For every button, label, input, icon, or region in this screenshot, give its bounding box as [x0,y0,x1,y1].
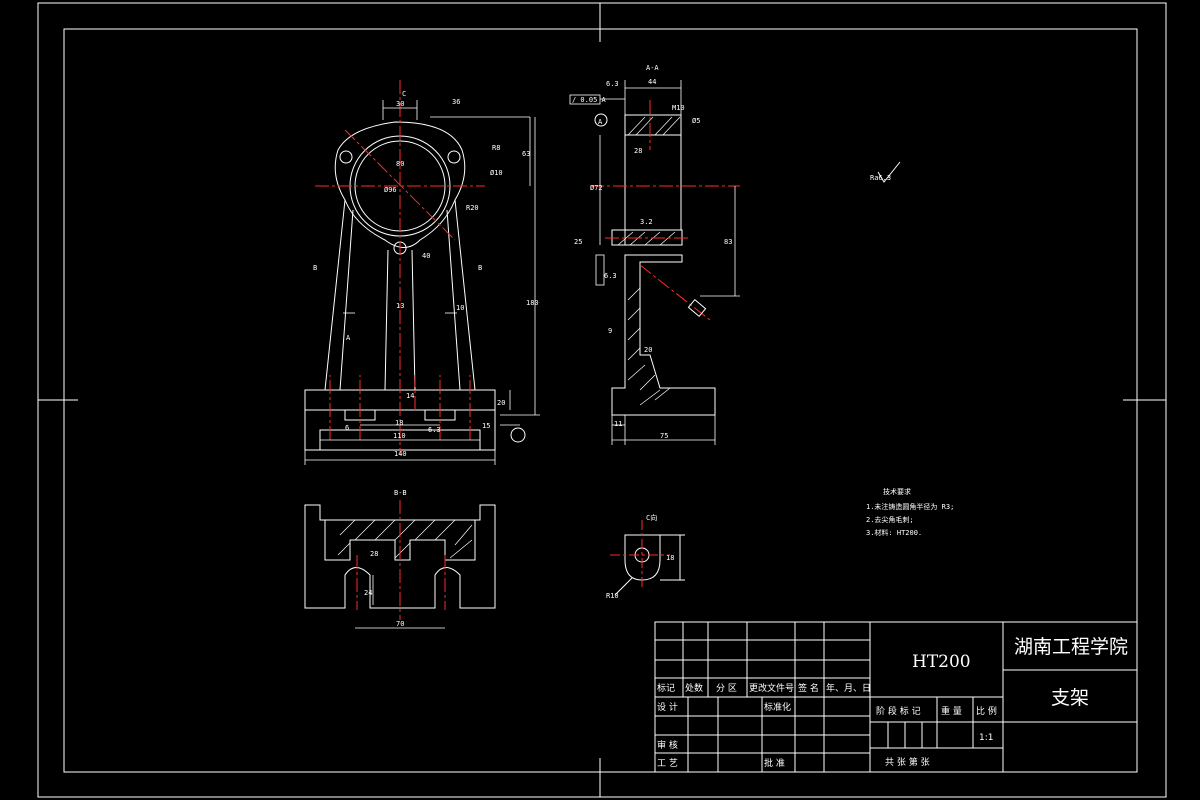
dim-10: 10 [456,304,464,312]
title-block-grid [654,621,1138,773]
review-label: 审 核 [657,739,678,751]
dim-r20: R20 [466,204,479,212]
rev-header-sign: 签 名 [798,682,819,694]
section-bb-hatching [337,519,473,559]
section-bb-centerlines [356,500,446,620]
tech-req-line-3: 3.材料: HT200. [866,528,922,537]
dim-phi10: Ø10 [490,169,503,177]
dim-63: 63 [522,150,530,158]
dim-6: 6 [345,424,349,432]
material-text: HT200 [912,652,971,672]
dim-36: 36 [452,98,460,106]
view-c [614,534,685,596]
dim-phi96: Ø96 [384,186,397,194]
title-block-text: 标记 处数 分 区 更改文件号 签 名 年、月、日 设 计 标准化 审 核 工 … [657,636,1128,769]
dim-r10-c: R10 [606,592,619,600]
front-view-centerlines [315,80,485,455]
dim-3-2: 3.2 [640,218,653,226]
side-view-centerlines [590,100,740,321]
dim-11: 11 [614,420,622,428]
section-aa-label: A-A [646,64,659,72]
side-view-labels: A-A 44 6.3 / 0.05 A M10 Ø5 A 28 Ø72 3.2 … [572,64,732,440]
sheets-label: 共 张 第 张 [885,756,930,768]
part-name: 支架 [1051,687,1089,709]
sheet-border [37,2,1167,798]
dim-28-bb: 28 [370,550,378,558]
side-view-hatching [617,116,681,406]
side-view-dimension-lines [569,80,740,445]
dim-24-bb: 24 [364,589,372,597]
tolerance-frame: / 0.05 A [572,96,607,104]
approve-label: 批 准 [764,757,785,769]
dim-phi72: Ø72 [590,184,603,192]
section-bb-labels: B-B 28 24 70 [364,489,407,628]
dim-phi5: Ø5 [692,117,700,125]
dim-20-side: 20 [644,346,652,354]
datum-circle-side [594,113,608,127]
rev-header-mark: 标记 [657,682,675,694]
tech-req-title: 技术要求 [883,487,911,496]
front-view-labels: C 30 36 63 R8 Ø10 80 R20 Ø96 40 B B 13 1… [313,90,539,458]
rev-header-count: 处数 [685,682,703,694]
dim-15: 15 [482,422,490,430]
standardize-label: 标准化 [764,701,791,713]
scale-label: 比 例 [976,705,997,717]
technical-requirements: 技术要求 1.未注铸造圆角半径为 R3; 2.去尖角毛刺; 3.材料: HT20… [866,487,954,537]
dim-140: 140 [394,450,407,458]
rev-header-zone: 分 区 [716,683,737,694]
cut-marker-c: C [402,90,406,98]
svg-text:Ra6.3: Ra6.3 [870,174,891,182]
view-c-labels: C向 18 R10 [606,513,674,600]
side-view-threaded-hole [687,298,707,318]
dim-110: 110 [393,432,406,440]
dim-83: 83 [724,238,732,246]
dim-80: 80 [396,160,404,168]
dim-44: 44 [648,78,656,86]
dim-180: 180 [526,299,539,307]
dim-13: 13 [396,302,404,310]
front-view-dimension-lines [304,100,540,465]
dim-18-c: 18 [666,554,674,562]
cut-marker-a: A [346,334,351,342]
dim-20: 20 [497,399,505,407]
dim-70-bb: 70 [396,620,404,628]
dim-r8: R8 [492,144,500,152]
cut-marker-b-left: B [313,264,317,272]
stage-label: 阶 段 标 记 [876,705,921,717]
school-name: 湖南工程学院 [1014,636,1128,658]
weight-label: 重 量 [941,705,962,717]
roughness-6-3: 6.3 [428,426,441,434]
dim-40: 40 [422,252,430,260]
dim-75: 75 [660,432,668,440]
dim-18: 18 [395,419,403,427]
dim-28: 28 [634,147,642,155]
rev-header-date: 年、月、日 [826,682,871,694]
dim-14: 14 [406,392,414,400]
tech-req-line-1: 1.未注铸造圆角半径为 R3; [866,502,954,511]
side-view [611,114,716,416]
view-c-centerlines [610,520,670,590]
general-roughness-note: Ra6.3 [870,161,901,183]
datum-b-symbol [510,427,526,443]
scale-value: 1:1 [979,733,993,743]
datum-a-side: A [598,118,603,126]
rev-header-doc: 更改文件号 [749,682,794,694]
cut-marker-b-right: B [478,264,482,272]
dim-m10: M10 [672,104,685,112]
dim-30: 30 [396,100,404,108]
design-label: 设 计 [657,701,678,713]
dim-9: 9 [608,327,612,335]
roughness-top: 6.3 [606,80,619,88]
front-view [304,121,496,451]
process-label: 工 艺 [657,758,678,769]
section-bb-dimlines [355,575,445,629]
side-roughness: 6.3 [604,272,617,280]
section-bb-view [304,504,496,609]
view-c-label: C向 [646,513,657,522]
dim-25: 25 [574,238,582,246]
tech-req-line-2: 2.去尖角毛刺; [866,515,914,524]
section-bb-label: B-B [394,489,407,497]
